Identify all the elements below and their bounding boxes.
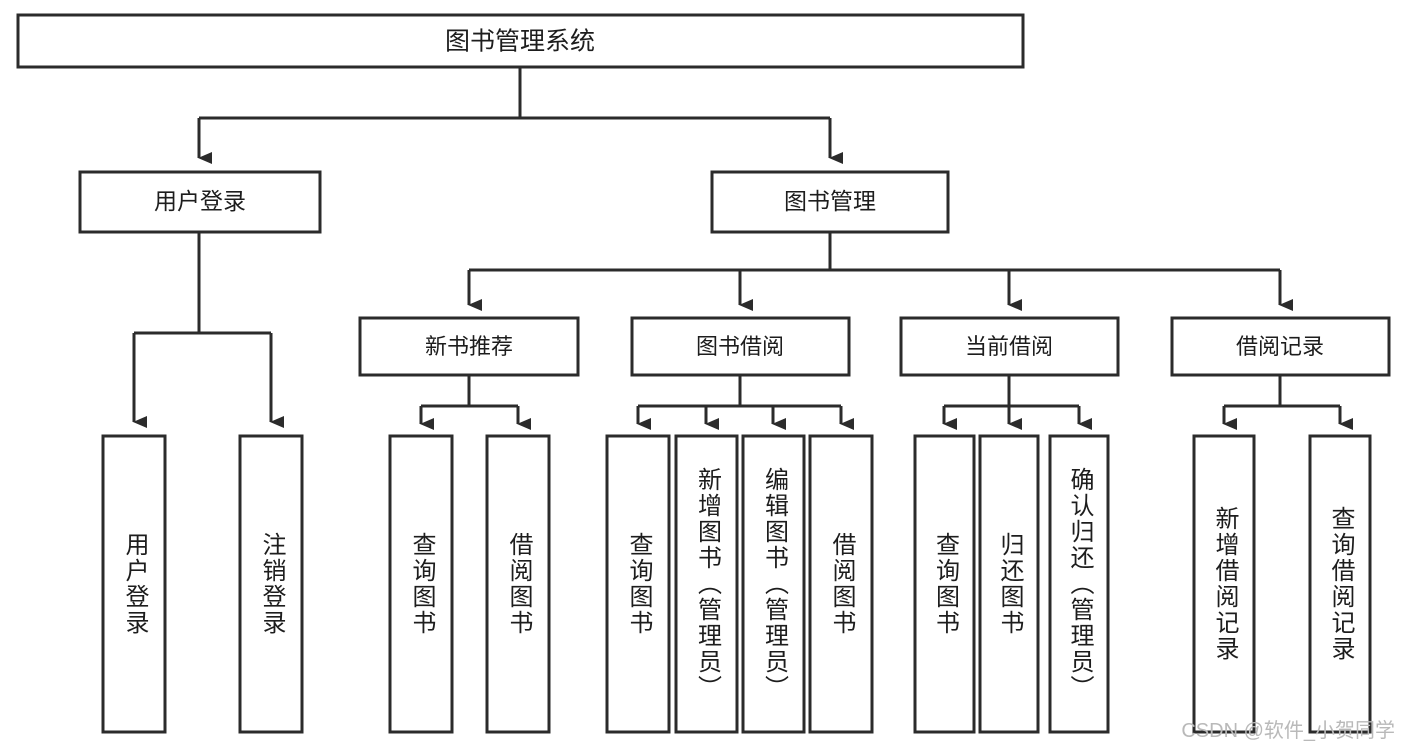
node-leaf-add-record-box[interactable] bbox=[1192, 434, 1256, 734]
node-leaf-borrow-book-box[interactable] bbox=[808, 434, 874, 734]
node-leaf-query-book-box[interactable] bbox=[605, 434, 671, 734]
node-book-borrow-label: 图书借阅 bbox=[696, 334, 784, 359]
node-new-book-rec-box[interactable] bbox=[358, 316, 580, 377]
node-leaf-query-book-cur-box[interactable] bbox=[913, 434, 976, 734]
node-leaf-confirm-return-box[interactable] bbox=[1048, 434, 1110, 734]
node-book-borrow[interactable]: 图书借阅 bbox=[630, 316, 851, 377]
connector-group-current-borrow bbox=[942, 375, 1092, 430]
node-current-borrow-box[interactable] bbox=[899, 316, 1120, 377]
node-book-manage[interactable]: 图书管理 bbox=[710, 170, 950, 234]
connector-group-book-manage bbox=[467, 232, 1293, 311]
node-new-book-rec[interactable]: 新书推荐 bbox=[358, 316, 580, 377]
node-root-label: 图书管理系统 bbox=[445, 28, 595, 56]
node-leaf-query-book-rec-box[interactable] bbox=[388, 434, 454, 734]
node-leaf-user-login-box[interactable] bbox=[101, 434, 167, 734]
connector-group-user-login bbox=[132, 232, 284, 428]
node-user-login-label: 用户登录 bbox=[154, 188, 246, 214]
node-leaf-logout-box[interactable] bbox=[238, 434, 304, 734]
connector-group-book-borrow bbox=[636, 375, 854, 430]
node-root-box[interactable] bbox=[16, 13, 1025, 69]
node-current-borrow[interactable]: 当前借阅 bbox=[899, 316, 1120, 377]
connector-group-borrow-record bbox=[1222, 375, 1353, 430]
node-book-manage-label: 图书管理 bbox=[784, 188, 876, 214]
node-leaf-borrow-book-rec-box[interactable] bbox=[485, 434, 551, 734]
node-leaf-edit-book-box[interactable] bbox=[741, 434, 806, 734]
watermark-text: CSDN @软件_小贺同学 bbox=[1181, 720, 1395, 742]
node-user-login-box[interactable] bbox=[78, 170, 322, 234]
connector-group-new-book-rec bbox=[419, 375, 531, 430]
node-current-borrow-label: 当前借阅 bbox=[965, 334, 1053, 359]
connector-group-root bbox=[197, 67, 843, 164]
node-book-manage-box[interactable] bbox=[710, 170, 950, 234]
node-user-login[interactable]: 用户登录 bbox=[78, 170, 322, 234]
node-leaf-add-book-box[interactable] bbox=[674, 434, 739, 734]
node-borrow-record-label: 借阅记录 bbox=[1236, 334, 1324, 359]
node-new-book-rec-label: 新书推荐 bbox=[425, 334, 513, 359]
node-root[interactable]: 图书管理系统 bbox=[16, 13, 1025, 69]
node-borrow-record[interactable]: 借阅记录 bbox=[1170, 316, 1391, 377]
node-leaf-query-record-box[interactable] bbox=[1308, 434, 1372, 734]
node-borrow-record-box[interactable] bbox=[1170, 316, 1391, 377]
leaf-box-group bbox=[101, 434, 1372, 734]
node-leaf-return-book-box[interactable] bbox=[978, 434, 1040, 734]
node-book-borrow-box[interactable] bbox=[630, 316, 851, 377]
